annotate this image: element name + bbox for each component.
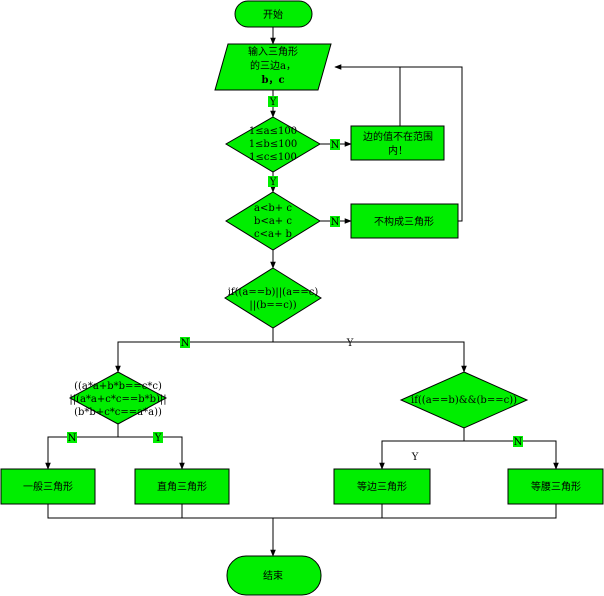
node-end: 结束 <box>226 555 322 596</box>
equilateral-check-label: if((a==b)&&(b==c)) <box>411 395 517 406</box>
range-line-2: 1≤b≤100 <box>249 139 298 150</box>
terminator-start <box>234 0 313 28</box>
node-right: 直角三角形 <box>134 468 230 505</box>
not-triangle-box <box>350 203 459 239</box>
equilateral-check-diamond <box>399 371 529 429</box>
equilateral-box <box>333 468 431 505</box>
edge-iso-no <box>115 328 274 373</box>
right-check-diamond <box>68 371 168 425</box>
node-range-check: 1≤a≤100 1≤b≤100 1≤c≤100 <box>225 116 321 173</box>
edge-right-no <box>45 424 119 470</box>
node-right-check: ((a*a+b*b==c*c) ||(a*a+c*c==b*b)|| (b*b+… <box>68 371 168 425</box>
not-triangle-label: 不构成三角形 <box>374 215 434 228</box>
tag-bg-triangle-no <box>330 216 340 227</box>
input-line-2: 的三边a， <box>250 59 296 72</box>
edge-results-merge <box>47 504 557 519</box>
general-box <box>0 468 96 505</box>
input-parallelogram <box>214 43 332 91</box>
range-diamond <box>225 116 321 173</box>
triangle-diamond <box>225 191 321 251</box>
out-of-range-line-2: 内！ <box>388 144 408 157</box>
node-isosceles-check: if((a==b)||(a==c) ||(b==c)) <box>224 267 322 329</box>
tag-bg-range-no <box>330 139 340 150</box>
label-input-yes: Y <box>269 97 277 108</box>
label-range-no: N <box>331 140 340 151</box>
label-equi-yes: Y <box>411 452 419 463</box>
edge-right-yes <box>118 436 185 470</box>
edge-iso-yes <box>273 341 467 373</box>
general-label: 一般三角形 <box>23 480 73 493</box>
tag-bg-equi-no <box>513 436 523 447</box>
isosceles-check-line-1: if((a==b)||(a==c) <box>228 287 319 298</box>
label-triangle-no: N <box>331 217 340 228</box>
out-of-range-line-1: 边的值不在范围 <box>363 130 433 143</box>
label-right-yes: Y <box>154 433 162 444</box>
node-out-of-range: 边的值不在范围 内！ <box>350 125 445 161</box>
label-iso-no: N <box>181 338 190 349</box>
node-equilateral-check: if((a==b)&&(b==c)) <box>399 371 529 429</box>
edge-outofrange-loop <box>334 64 401 126</box>
node-input: 输入三角形 的三边a， b，c <box>214 43 332 91</box>
tag-bg-range-yes <box>268 176 278 187</box>
isosceles-check-diamond <box>224 267 322 329</box>
tag-bg-right-no <box>67 432 77 443</box>
node-start: 开始 <box>234 0 313 28</box>
node-triangle-check: a<b+ c b<a+ c c<a+ b <box>225 191 321 251</box>
right-check-line-1: ((a*a+b*b==c*c) <box>74 381 162 392</box>
out-of-range-box <box>350 125 445 161</box>
tag-bg-iso-no <box>180 337 190 348</box>
right-box <box>134 468 230 505</box>
input-line-1: 输入三角形 <box>248 45 298 58</box>
node-not-triangle: 不构成三角形 <box>350 203 459 239</box>
isosceles-label: 等腰三角形 <box>531 480 581 493</box>
triangle-line-3: c<a+ b <box>254 229 292 240</box>
right-check-line-3: (b*b+c*c==a*a)) <box>74 407 162 418</box>
branch-labels: Y N Y N N Y N Y N Y <box>67 96 523 463</box>
range-line-1: 1≤a≤100 <box>249 126 297 137</box>
label-equi-no: N <box>514 437 523 448</box>
equilateral-label: 等边三角形 <box>357 480 407 493</box>
edge-equi-no <box>464 440 559 470</box>
isosceles-check-line-2: ||(b==c)) <box>249 300 296 311</box>
node-general: 一般三角形 <box>0 468 96 505</box>
tag-bg-right-yes <box>153 432 163 443</box>
terminator-end <box>226 555 322 596</box>
label-iso-yes: Y <box>346 338 354 349</box>
start-label: 开始 <box>263 8 283 21</box>
tag-bg-input-yes <box>268 96 278 107</box>
edge-equi-yes <box>379 428 465 470</box>
connectors <box>45 27 559 557</box>
right-label: 直角三角形 <box>157 480 207 493</box>
edge-nottriangle-loop <box>400 66 463 222</box>
triangle-line-2: b<a+ c <box>254 216 292 227</box>
label-right-no: N <box>68 433 77 444</box>
label-range-yes: Y <box>269 177 277 188</box>
isosceles-box <box>507 468 604 505</box>
triangle-line-1: a<b+ c <box>254 203 292 214</box>
input-line-3: b，c <box>261 75 284 86</box>
node-equilateral: 等边三角形 <box>333 468 431 505</box>
right-check-line-2: ||(a*a+c*c==b*b)|| <box>69 394 166 405</box>
end-label: 结束 <box>263 569 283 582</box>
range-line-3: 1≤c≤100 <box>249 152 297 163</box>
node-isosceles: 等腰三角形 <box>507 468 604 505</box>
